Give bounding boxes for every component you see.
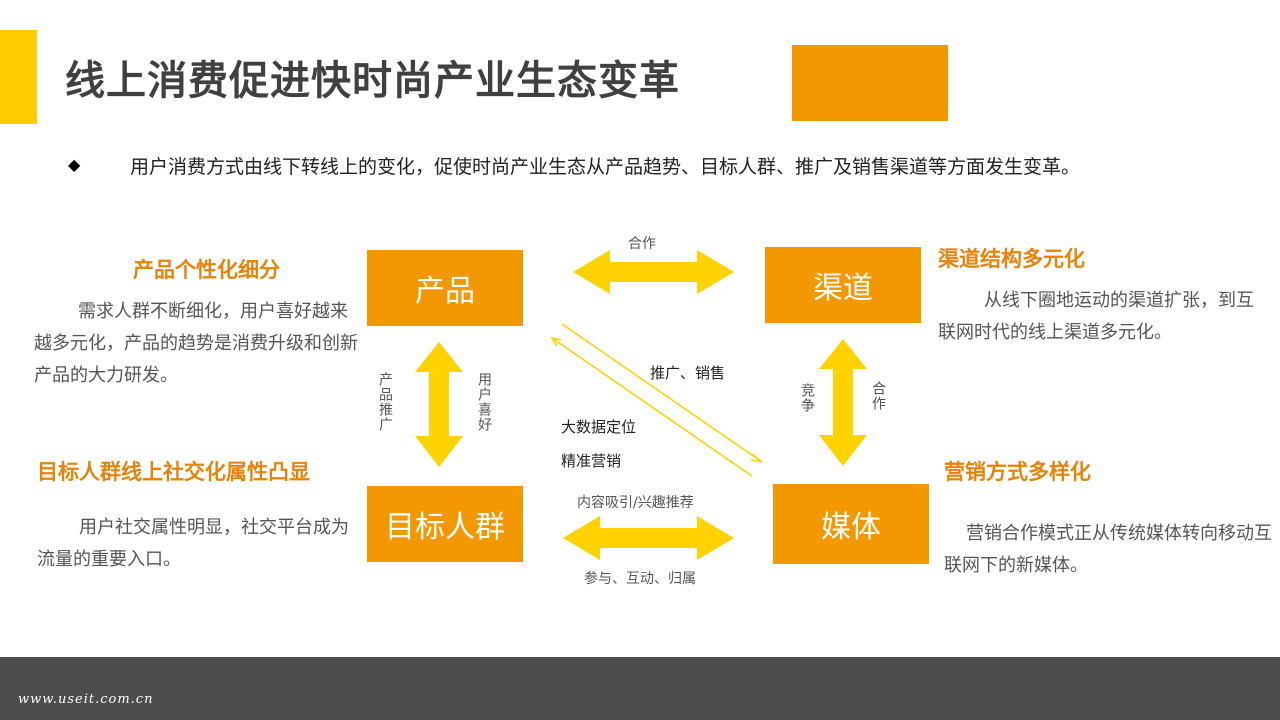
label-top-cooperation: 合作	[628, 236, 656, 252]
label-content-attraction: 内容吸引/兴趣推荐	[577, 495, 694, 511]
bullet-diamond-icon: ◆	[68, 155, 81, 174]
node-media: 媒体	[773, 484, 929, 564]
arrow-left-vertical	[415, 342, 463, 467]
label-right-cooperation: 合作	[870, 381, 886, 411]
section-desc-audience: 用户社交属性明显，社交平台成为流量的重要入口。	[37, 517, 349, 570]
arrow-top-horizontal	[573, 250, 734, 294]
footer-url: www.useit.com.cn	[18, 692, 154, 707]
node-channel: 渠道	[765, 247, 921, 323]
node-product: 产品	[367, 250, 523, 326]
section-title-product: 产品个性化细分	[133, 258, 280, 282]
label-user-preference: 用户喜好	[476, 372, 492, 432]
label-precision-marketing: 精准营销	[561, 452, 622, 470]
node-target-audience: 目标人群	[367, 486, 523, 562]
arrow-bottom-horizontal	[563, 516, 734, 560]
title-decor-box	[792, 45, 948, 121]
title-accent-bar	[0, 30, 37, 124]
section-desc-product: 需求人群不断细化，用户喜好越来越多元化，产品的趋势是消费升级和创新产品的大力研发…	[34, 301, 358, 386]
label-big-data: 大数据定位	[561, 418, 637, 436]
label-participation: 参与、互动、归属	[584, 571, 696, 587]
label-competition: 竞争	[799, 383, 815, 413]
bullet-text: 用户消费方式由线下转线上的变化，促使时尚产业生态从产品趋势、目标人群、推广及销售…	[130, 156, 1081, 178]
section-title-channel: 渠道结构多元化	[938, 247, 1085, 271]
section-title-audience: 目标人群线上社交化属性凸显	[37, 460, 310, 484]
section-desc-channel: 从线下圈地运动的渠道扩张，到互联网时代的线上渠道多元化。	[938, 290, 1254, 343]
footer-bar	[0, 657, 1280, 720]
label-product-promotion: 产品推广	[377, 372, 393, 432]
arrow-diagonal-pair	[550, 323, 763, 477]
section-desc-media: 营销合作模式正从传统媒体转向移动互联网下的新媒体。	[944, 523, 1272, 576]
label-promotion-sales: 推广、销售	[650, 364, 726, 382]
page-title: 线上消费促进快时尚产业生态变革	[65, 58, 680, 104]
section-title-media: 营销方式多样化	[944, 460, 1091, 484]
arrow-right-vertical	[819, 339, 867, 466]
